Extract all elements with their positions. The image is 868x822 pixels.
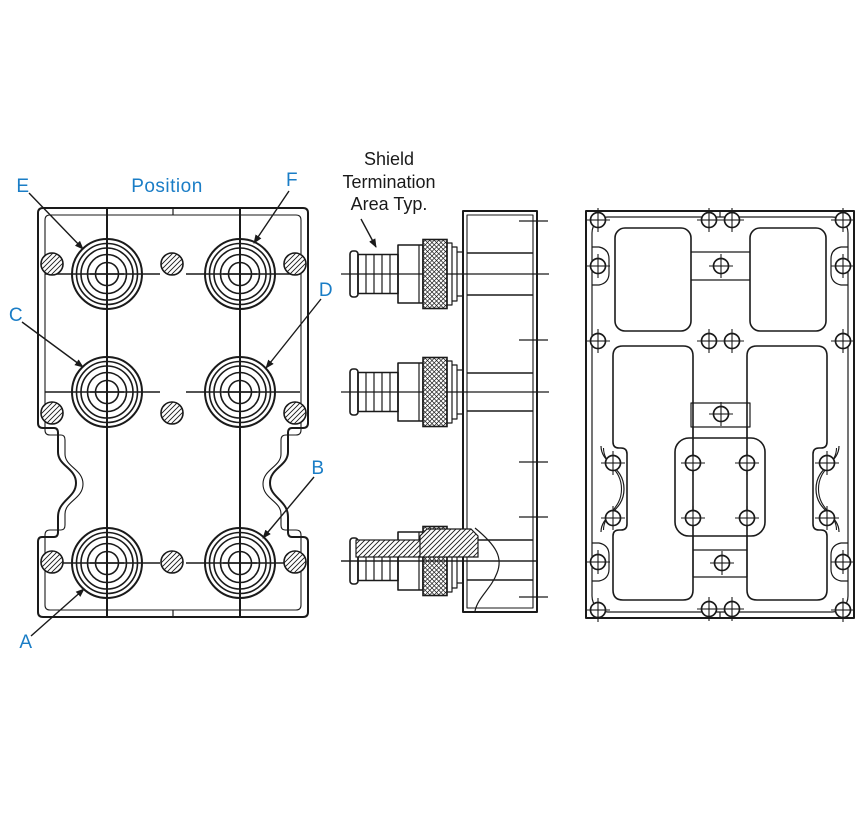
pocket-bottom-left	[612, 345, 694, 601]
screw-icon	[830, 549, 856, 575]
leader-line-a	[30, 588, 85, 637]
front-panel-inner-outline	[44, 214, 302, 611]
section-cut-details	[341, 527, 537, 612]
screw-icon	[734, 505, 760, 531]
position-label-a: A	[19, 632, 32, 653]
rear-side-notches	[600, 445, 840, 533]
break-line	[474, 527, 500, 612]
side-panel-ticks	[519, 220, 548, 598]
position-label-e: E	[16, 176, 29, 197]
screw-icon	[585, 253, 611, 279]
jackscrew-icon	[283, 401, 307, 425]
jackscrew-icon	[160, 401, 184, 425]
screw-icon	[680, 450, 706, 476]
screw-icon	[814, 505, 840, 531]
jackscrew-icon	[40, 550, 64, 574]
leader-line-b	[262, 476, 315, 539]
position-label-c: C	[9, 305, 23, 326]
shield-annotation-line3: Area Typ.	[351, 194, 428, 214]
front-panel-outline	[37, 207, 309, 618]
front-view: Position E F C D B A	[9, 170, 333, 653]
jackscrew-icon	[283, 252, 307, 276]
screw-icon	[830, 253, 856, 279]
rear-view	[585, 207, 856, 623]
pocket-bottom-right	[746, 345, 828, 601]
screw-icon	[696, 328, 722, 354]
front-jackscrews	[40, 252, 307, 574]
screw-icon	[585, 328, 611, 354]
rear-screws	[585, 207, 856, 623]
side-panel-outline	[462, 210, 538, 613]
jackscrew-icon	[160, 252, 184, 276]
screw-icon	[708, 401, 734, 427]
jackscrew-icon	[40, 401, 64, 425]
side-panel-interior-lines	[467, 252, 533, 581]
shield-annotation-leader	[360, 218, 377, 248]
screw-icon	[734, 450, 760, 476]
leader-line-e	[28, 192, 84, 250]
jackscrew-icon	[40, 252, 64, 276]
screw-icon	[830, 328, 856, 354]
front-view-title: Position	[131, 176, 203, 197]
shield-annotation-line2: Termination	[342, 172, 435, 192]
screw-icon	[719, 328, 745, 354]
pocket-top-right	[749, 227, 827, 332]
screw-icon	[708, 253, 734, 279]
position-label-f: F	[286, 170, 298, 191]
screw-icon	[709, 550, 735, 576]
leader-line-f	[253, 190, 290, 244]
shield-annotation-line1: Shield	[364, 149, 414, 169]
center-pocket	[674, 437, 766, 537]
leader-line-d	[265, 298, 322, 369]
jackscrew-icon	[283, 550, 307, 574]
side-view: Shield Termination Area Typ.	[341, 149, 549, 613]
leader-line-c	[21, 321, 84, 368]
position-label-b: B	[311, 458, 324, 479]
pocket-top-left	[614, 227, 692, 332]
screw-icon	[585, 549, 611, 575]
screw-icon	[680, 505, 706, 531]
jackscrew-icon	[160, 550, 184, 574]
screw-icon	[600, 505, 626, 531]
position-label-d: D	[319, 280, 333, 301]
